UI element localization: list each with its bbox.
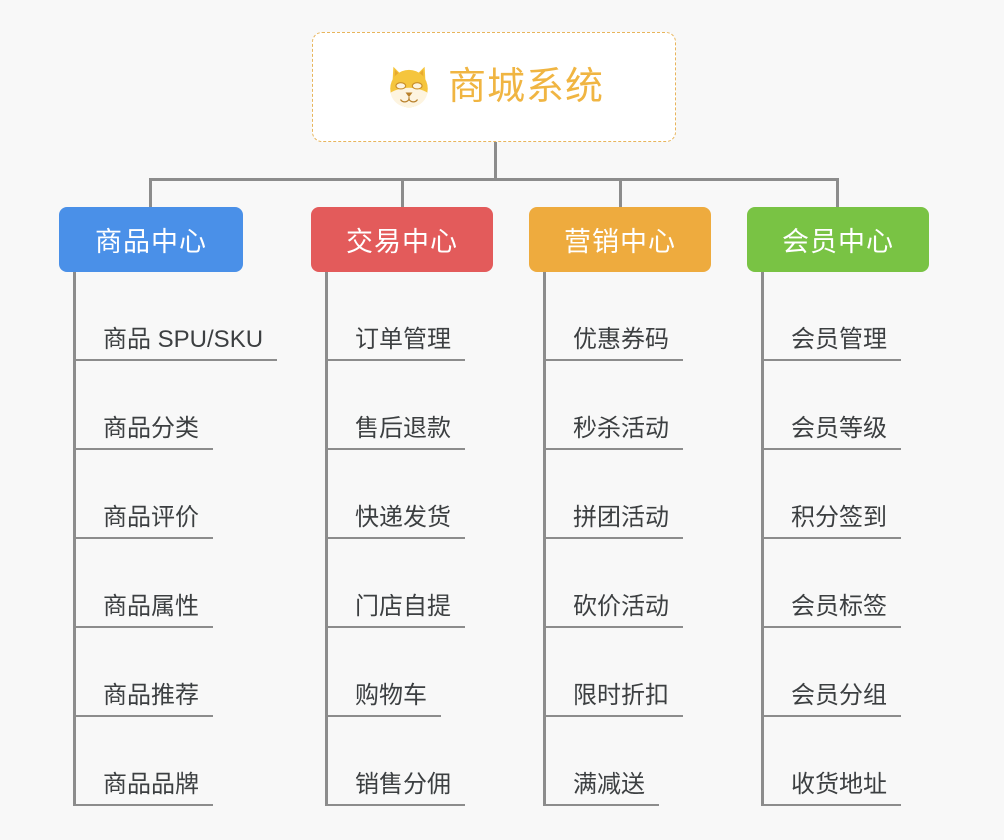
leaf-label: 售后退款 (355, 414, 451, 442)
connector-horizontal-bus (149, 178, 836, 181)
list-item[interactable]: 订单管理 (311, 272, 531, 361)
leaf-trunk-3 (543, 272, 546, 806)
list-item[interactable]: 秒杀活动 (529, 361, 749, 450)
branch-card-1-label: 商品中心 (95, 227, 207, 257)
list-item[interactable]: 砍价活动 (529, 539, 749, 628)
leaf-label: 秒杀活动 (573, 414, 669, 442)
list-item[interactable]: 会员等级 (747, 361, 967, 450)
list-item[interactable]: 收货地址 (747, 717, 967, 806)
shiba-dog-face-icon (390, 66, 428, 108)
connector-drop-branch-3 (619, 178, 622, 210)
branch-card-4-label: 会员中心 (782, 227, 894, 257)
list-item[interactable]: 商品评价 (59, 450, 309, 539)
leaf-label: 积分签到 (791, 503, 887, 531)
leaf-label: 商品品牌 (103, 770, 199, 798)
leaf-trunk-1 (73, 272, 76, 806)
leaf-label: 门店自提 (355, 592, 451, 620)
branch-column-1: 商品中心 商品 SPU/SKU 商品分类 商品评价 商品属性 商品推荐 商品品牌 (59, 207, 309, 806)
leaf-label: 快递发货 (355, 503, 451, 531)
leaf-label: 会员分组 (791, 681, 887, 709)
list-item[interactable]: 销售分佣 (311, 717, 531, 806)
list-item[interactable]: 门店自提 (311, 539, 531, 628)
list-item[interactable]: 商品推荐 (59, 628, 309, 717)
branch-column-4: 会员中心 会员管理 会员等级 积分签到 会员标签 会员分组 收货地址 (747, 207, 967, 806)
branch-card-4[interactable]: 会员中心 (747, 207, 929, 272)
branch-card-3-label: 营销中心 (564, 227, 676, 257)
leaf-stack-1: 商品 SPU/SKU 商品分类 商品评价 商品属性 商品推荐 商品品牌 (59, 272, 309, 806)
branch-card-1[interactable]: 商品中心 (59, 207, 243, 272)
leaf-label: 购物车 (355, 681, 427, 709)
leaf-label: 销售分佣 (355, 770, 451, 798)
leaf-trunk-2 (325, 272, 328, 806)
leaf-label: 限时折扣 (573, 681, 669, 709)
leaf-label: 砍价活动 (573, 592, 669, 620)
branch-card-2-label: 交易中心 (346, 227, 458, 257)
list-item[interactable]: 会员标签 (747, 539, 967, 628)
leaf-label: 订单管理 (355, 325, 451, 353)
list-item[interactable]: 拼团活动 (529, 450, 749, 539)
leaf-label: 收货地址 (791, 770, 887, 798)
leaf-trunk-4 (761, 272, 764, 806)
leaf-label: 商品 SPU/SKU (103, 325, 264, 353)
connector-drop-branch-4 (836, 178, 839, 210)
connector-drop-branch-1 (149, 178, 152, 210)
leaf-label: 商品属性 (103, 592, 199, 620)
leaf-label: 会员管理 (791, 325, 887, 353)
leaf-label: 会员标签 (791, 592, 887, 620)
root-node-shop-system[interactable]: 商城系统 (312, 32, 676, 142)
leaf-label: 优惠券码 (573, 325, 669, 353)
list-item[interactable]: 快递发货 (311, 450, 531, 539)
branch-column-3: 营销中心 优惠券码 秒杀活动 拼团活动 砍价活动 限时折扣 满减送 (529, 207, 749, 806)
list-item[interactable]: 商品品牌 (59, 717, 309, 806)
list-item[interactable]: 售后退款 (311, 361, 531, 450)
list-item[interactable]: 优惠券码 (529, 272, 749, 361)
leaf-label: 满减送 (573, 770, 645, 798)
connector-root-stem (494, 142, 497, 180)
branch-card-2[interactable]: 交易中心 (311, 207, 493, 272)
leaf-stack-4: 会员管理 会员等级 积分签到 会员标签 会员分组 收货地址 (747, 272, 967, 806)
list-item[interactable]: 购物车 (311, 628, 531, 717)
list-item[interactable]: 商品 SPU/SKU (59, 272, 309, 361)
list-item[interactable]: 会员分组 (747, 628, 967, 717)
list-item[interactable]: 商品分类 (59, 361, 309, 450)
leaf-label: 会员等级 (791, 414, 887, 442)
list-item[interactable]: 商品属性 (59, 539, 309, 628)
leaf-label: 商品分类 (103, 414, 199, 442)
leaf-label: 商品评价 (103, 503, 199, 531)
list-item[interactable]: 积分签到 (747, 450, 967, 539)
leaf-stack-2: 订单管理 售后退款 快递发货 门店自提 购物车 销售分佣 (311, 272, 531, 806)
list-item[interactable]: 限时折扣 (529, 628, 749, 717)
connector-drop-branch-2 (401, 178, 404, 210)
root-node-title: 商城系统 (447, 66, 604, 108)
list-item[interactable]: 会员管理 (747, 272, 967, 361)
branch-card-3[interactable]: 营销中心 (529, 207, 711, 272)
leaf-stack-3: 优惠券码 秒杀活动 拼团活动 砍价活动 限时折扣 满减送 (529, 272, 749, 806)
leaf-label: 商品推荐 (103, 681, 199, 709)
leaf-label: 拼团活动 (573, 503, 669, 531)
branch-column-2: 交易中心 订单管理 售后退款 快递发货 门店自提 购物车 销售分佣 (311, 207, 531, 806)
list-item[interactable]: 满减送 (529, 717, 749, 806)
